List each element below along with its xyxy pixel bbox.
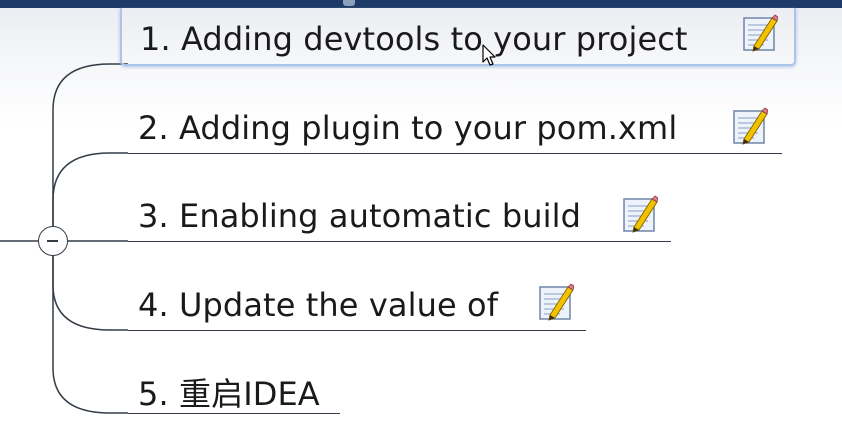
note-pencil-icon[interactable] [742,14,778,54]
note-pencil-icon[interactable] [732,107,768,147]
note-pencil-icon[interactable] [538,283,574,323]
topic-3-label: 3. Enabling automatic build [138,197,582,235]
note-pencil-icon[interactable] [622,195,658,235]
branch-line-4 [52,256,128,331]
topic-3[interactable]: 3. Enabling automatic build [128,181,671,242]
topic-1-label: 1. Adding devtools to your project [140,20,688,58]
topic-4-label: 4. Update the value of [138,286,499,324]
topic-5-label: 5. 重启IDEA [138,375,320,413]
mouse-pointer-icon [482,44,496,66]
topic-1[interactable]: 1. Adding devtools to your project [120,8,796,66]
topic-4[interactable]: 4. Update the value of [128,270,586,331]
branch-line-1 [52,63,128,226]
branch-line-5 [52,256,128,414]
topic-2-label: 2. Adding plugin to your pom.xml [138,109,678,147]
topic-5[interactable]: 5. 重启IDEA [128,353,340,414]
topic-2[interactable]: 2. Adding plugin to your pom.xml [128,93,782,154]
branch-line-2 [52,152,128,226]
collapse-toggle-button[interactable] [38,226,68,256]
window-title-bar [0,0,842,8]
